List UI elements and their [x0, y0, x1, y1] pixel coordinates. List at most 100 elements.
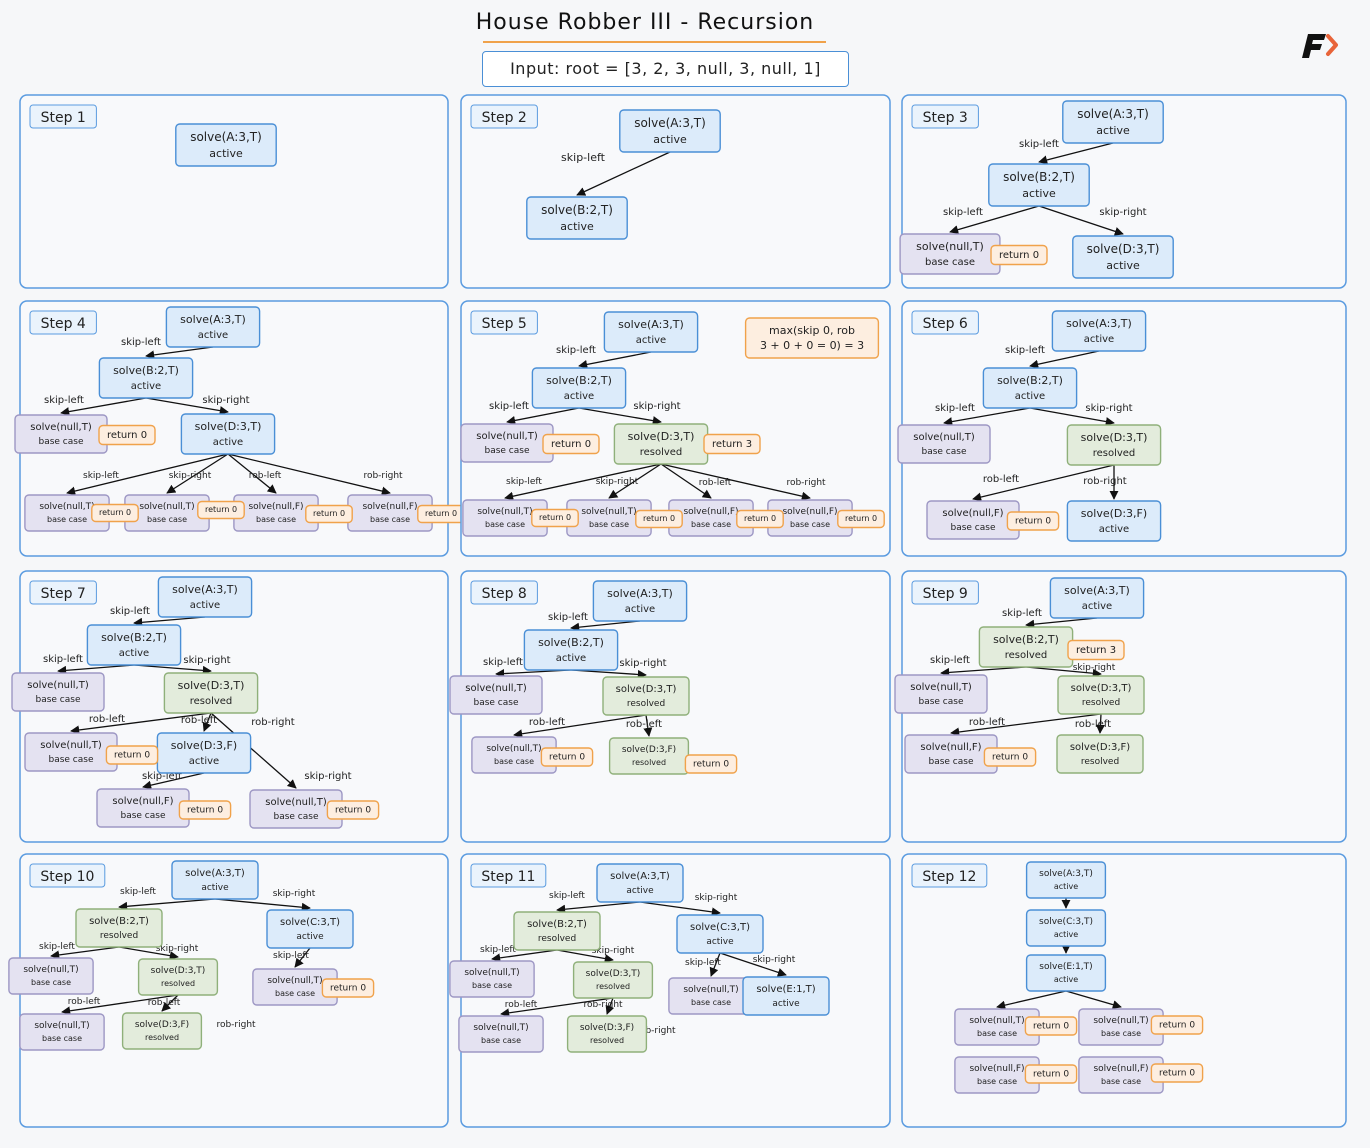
call-node: solve(D:3,T)resolved: [602, 676, 690, 716]
node-title: solve(A:3,T): [190, 130, 262, 144]
node-title: solve(A:3,T): [1039, 869, 1093, 879]
node-box: [1025, 954, 1107, 992]
return-badge: return 0: [305, 504, 353, 524]
node-title: solve(D:3,T): [178, 679, 245, 692]
node-status: active: [131, 381, 161, 392]
node-title: solve(D:3,T): [151, 966, 206, 976]
call-node: solve(A:3,T)active: [165, 306, 261, 348]
node-title: solve(D:3,F): [622, 745, 676, 755]
node-title: solve(C:3,T): [280, 917, 340, 928]
node-status: base case: [481, 1036, 521, 1045]
call-edge: [639, 901, 721, 917]
node-box: [602, 676, 690, 716]
call-edge: [1095, 713, 1105, 734]
call-edge: [709, 952, 721, 977]
return-badge: return 0: [321, 978, 375, 998]
node-box: [703, 433, 761, 455]
node-box: [1078, 1056, 1164, 1094]
node-title: return 0: [744, 514, 776, 523]
node-title: solve(A:3,T): [610, 871, 670, 882]
call-node: solve(D:3,T)resolved: [1057, 675, 1145, 715]
node-box: [904, 734, 998, 774]
node-box: [513, 911, 601, 951]
call-node: solve(B:2,T)active: [523, 629, 619, 671]
node-box: [540, 747, 594, 767]
node-title: solve(null,F): [942, 508, 1003, 519]
node-box: [98, 424, 156, 446]
edge-label: rob-right: [216, 1020, 256, 1030]
call-edge: [294, 947, 311, 968]
step-tag: [470, 310, 538, 335]
call-node: solve(D:3,T)active: [180, 413, 276, 455]
call-edge: [1029, 407, 1115, 427]
node-box: [676, 914, 764, 954]
node-box: [1062, 100, 1164, 144]
node-box: [1006, 511, 1060, 531]
node-status: resolved: [632, 758, 666, 767]
step-tag: [29, 104, 97, 129]
node-title: solve(B:2,T): [538, 636, 604, 649]
return-badge: return 0: [1150, 1063, 1204, 1083]
call-edge: [576, 151, 671, 196]
node-status: resolved: [100, 931, 138, 941]
node-status: active: [706, 937, 734, 947]
node-title: return 0: [1033, 1070, 1069, 1080]
call-node: solve(A:3,T)active: [175, 123, 277, 167]
node-box: [897, 424, 991, 464]
edge-label: rob-right: [363, 471, 403, 481]
node-status: active: [190, 600, 220, 611]
node-box: [926, 500, 1020, 540]
node-title: solve(B:2,T): [997, 374, 1063, 387]
node-title: solve(null,T): [265, 797, 327, 808]
call-edge: [227, 453, 277, 494]
node-box: [305, 504, 353, 524]
node-box: [460, 423, 554, 463]
node-status: base case: [925, 257, 975, 268]
node-status: active: [625, 604, 655, 615]
call-edge: [1025, 666, 1102, 678]
node-title: solve(null,T): [27, 680, 89, 691]
call-node: solve(null,T)base case: [460, 423, 554, 463]
node-status: base case: [485, 520, 525, 529]
node-status: base case: [790, 520, 830, 529]
node-title: return 0: [205, 505, 237, 514]
node-box: [542, 433, 600, 455]
node-status: base case: [1101, 1029, 1141, 1038]
node-status: active: [189, 756, 219, 767]
node-status: resolved: [1093, 448, 1136, 459]
call-edge: [513, 714, 647, 739]
edge-label: rob-left: [68, 997, 101, 1007]
node-status: active: [198, 330, 228, 341]
call-edge: [506, 407, 580, 425]
node-title: solve(null,T): [916, 240, 984, 253]
node-title: solve(D:3,F): [580, 1023, 634, 1033]
node-box: [684, 754, 738, 774]
edge-label: skip-right: [592, 946, 635, 956]
node-title: solve(D:3,T): [1087, 242, 1160, 256]
call-edge: [940, 666, 1027, 677]
edge-label: rob-left: [89, 714, 125, 725]
node-box: [608, 737, 690, 775]
call-node: solve(null,F)base case: [954, 1056, 1040, 1094]
node-box: [596, 863, 684, 903]
node-status: resolved: [161, 979, 195, 988]
node-box: [736, 509, 784, 529]
call-node: solve(A:3,T)active: [596, 863, 684, 903]
call-node: solve(null,T)base case: [1078, 1008, 1164, 1046]
node-box: [326, 800, 380, 820]
edge-label: rob-right: [786, 478, 826, 488]
node-status: active: [119, 648, 149, 659]
node-title: solve(null,F): [248, 502, 303, 512]
edge-label: skip-left: [43, 654, 83, 665]
edge-label: rob-left: [1075, 719, 1111, 730]
node-title: return 0: [335, 806, 371, 816]
step-tag: [29, 863, 106, 888]
node-box: [572, 961, 654, 999]
node-box: [14, 414, 108, 454]
step-label: Step 4: [41, 316, 86, 332]
node-status: active: [1096, 124, 1130, 137]
node-status: base case: [918, 697, 963, 707]
node-status: base case: [275, 989, 315, 998]
return-badge: return 0: [990, 244, 1048, 266]
